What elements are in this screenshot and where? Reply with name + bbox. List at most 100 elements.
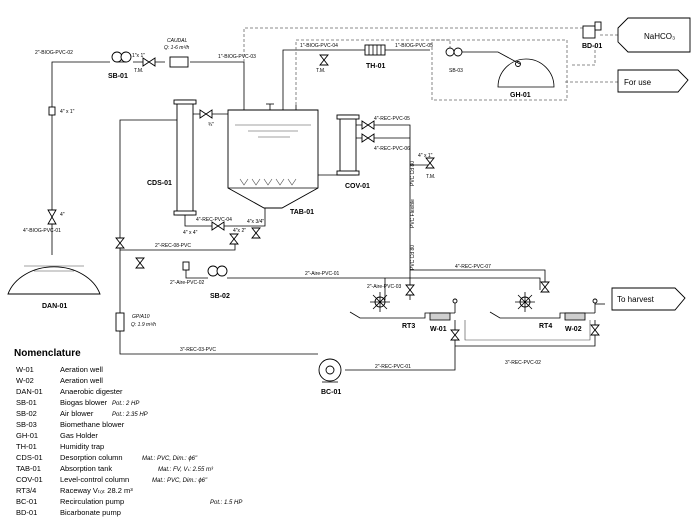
bd01-pump [582,25,596,39]
nomenclature-description: Aeration well [60,365,103,374]
pvc-label-c: PVC Cd 80 [410,245,416,270]
nahco3-label: NaHCO₃ [644,32,675,41]
tm1-label: T.M. [134,68,143,74]
nomenclature-description: Biogas blower [60,398,108,407]
valve-rec-04 [211,221,225,231]
pipe-rec-07 [410,269,546,290]
gh01-inner-label: SB-03 [449,68,463,74]
nomenclature-code: TAB-01 [16,464,41,473]
dan01-digester[interactable] [7,266,101,295]
sb02-label: SB-02 [210,293,230,300]
valve-aire-03 [405,284,415,296]
nomenclature-code: SB-01 [16,398,37,407]
fit-label-1: 1"x 1" [132,53,145,59]
cov01-label: COV-01 [345,183,370,190]
pipe-aire-03-label: 2"-Aire-PVC-03 [367,284,402,290]
pipe-rec-08-label: 2"-REC-08-PVC [155,243,191,249]
nomenclature-code: SB-03 [16,420,37,429]
pvc-label-a: PVC Cd 80 [410,161,416,186]
pipe-biog-04-label: 1"-BIOG-PVC-04 [300,43,338,49]
nomenclature-code: SB-02 [16,409,37,418]
valve-w01-a [450,329,460,341]
nomenclature-code: RT3/4 [16,486,36,495]
nomenclature-code: COV-01 [16,475,43,484]
nomenclature-description: Humidity trap [60,442,104,451]
th01-label: TH-01 [366,63,386,70]
rt3-paddle [370,292,390,312]
cds01-label: CDS-01 [147,180,172,187]
nahco3-box [617,17,691,53]
nomenclature-note: Pot.: 2 HP [112,401,139,407]
gp-title: GP/A10 [132,314,150,320]
to-harvest-label: To harvest [617,295,655,304]
valve-biog-01 [47,209,57,225]
for-use-label: For use [624,78,652,87]
nomenclature-code: W-01 [16,365,34,374]
pipe-rec-03-label: 3"-REC-03-PVC [180,347,216,353]
nomenclature-note: Mat.: FV, Vₜ: 2.55 m³ [158,467,214,473]
pipe-biog-05-label: 1"-BIOG-PVC-05 [395,43,433,49]
nomenclature-description: Aeration well [60,376,103,385]
pipe-biog-03-label: 1"-BIOG-PVC-03 [218,54,256,60]
pipe-dashed-bd [295,39,451,105]
cov01-column[interactable] [339,114,357,176]
pipe-rec-04-label: 4"-REC-PVC-04 [196,217,232,223]
pipe-biog-03 [190,61,245,105]
th01-trap [364,44,386,56]
caudal-title: CAUDAL [167,38,188,44]
sb01-label: SB-01 [108,73,128,80]
nomenclature-description: Air blower [60,409,94,418]
pipe-rec-01-label: 2"-REC-PVC-01 [375,364,411,370]
fit-label-4: 4"x 3/4" [247,219,264,225]
pipe-rec-07-label: 4"-REC-PVC-07 [455,264,491,270]
nomenclature-code: GH-01 [16,431,38,440]
pipe-aire-01 [227,277,541,290]
pipe-aire-01-label: 2"-Aire-PVC-01 [305,271,340,277]
nomenclature-description: Biomethane blower [60,420,125,429]
w01-label: W-01 [430,326,447,333]
nomenclature-description: Recirculation pump [60,497,124,506]
nomenclature-description: Level-control column [60,475,129,484]
pipe-rec-05-label: 4"-REC-PVC-05 [374,116,410,122]
nomenclature-description: Absorption tank [60,464,112,473]
to-harvest-box[interactable] [611,287,686,311]
pipe-biog-04 [282,49,365,105]
valve-sb01-out [142,57,156,67]
tab01-label: TAB-01 [290,209,314,216]
valve-rec-06 [361,133,375,143]
valve-rec-07 [540,281,550,293]
nomenclature-title: Nomenclature [14,348,81,359]
valve-w02-a [590,324,600,336]
nomenclature-description: Raceway Vₜₒₜ 28.2 m³ [60,486,133,495]
pipe-dashed-top [243,27,591,62]
pipe-rec-02-label: 3"-REC-PVC-02 [505,360,541,366]
gh01-label: GH-01 [510,92,531,99]
cds01-column[interactable] [176,99,194,216]
fit-label-5: 4"x 2" [233,228,246,234]
valve-left-1 [115,237,125,249]
sb01-blower [111,51,132,63]
valve-tm3 [425,157,435,169]
fit-label-2: 4" x 1" [60,109,75,115]
for-use-box[interactable] [617,69,689,93]
nomenclature-code: TH-01 [16,442,37,451]
valve-cds-top [199,109,213,119]
flowmeter-gp [115,312,125,332]
dan01-label: DAN-01 [42,303,67,310]
valve-tab-drain-2 [251,227,261,239]
tm2-label: T.M. [316,68,325,74]
nomenclature-description: Desorption column [60,453,123,462]
valve-tab-drain [229,233,239,245]
gh01-box [431,39,568,101]
gh01-holder [497,58,555,88]
nomenclature-code: W-02 [16,376,34,385]
sb02-filter [182,261,190,271]
nomenclature-note: Pot.: 2.35 HP [112,412,148,418]
pipe-biog-01 [51,61,92,255]
reducer-biog-01 [48,106,56,116]
pvc-label-b: PVC Flexible [410,199,416,228]
pipe-rec-06-label: 4"-REC-PVC-06 [374,146,410,152]
fit-label-8: 4" [60,212,65,218]
